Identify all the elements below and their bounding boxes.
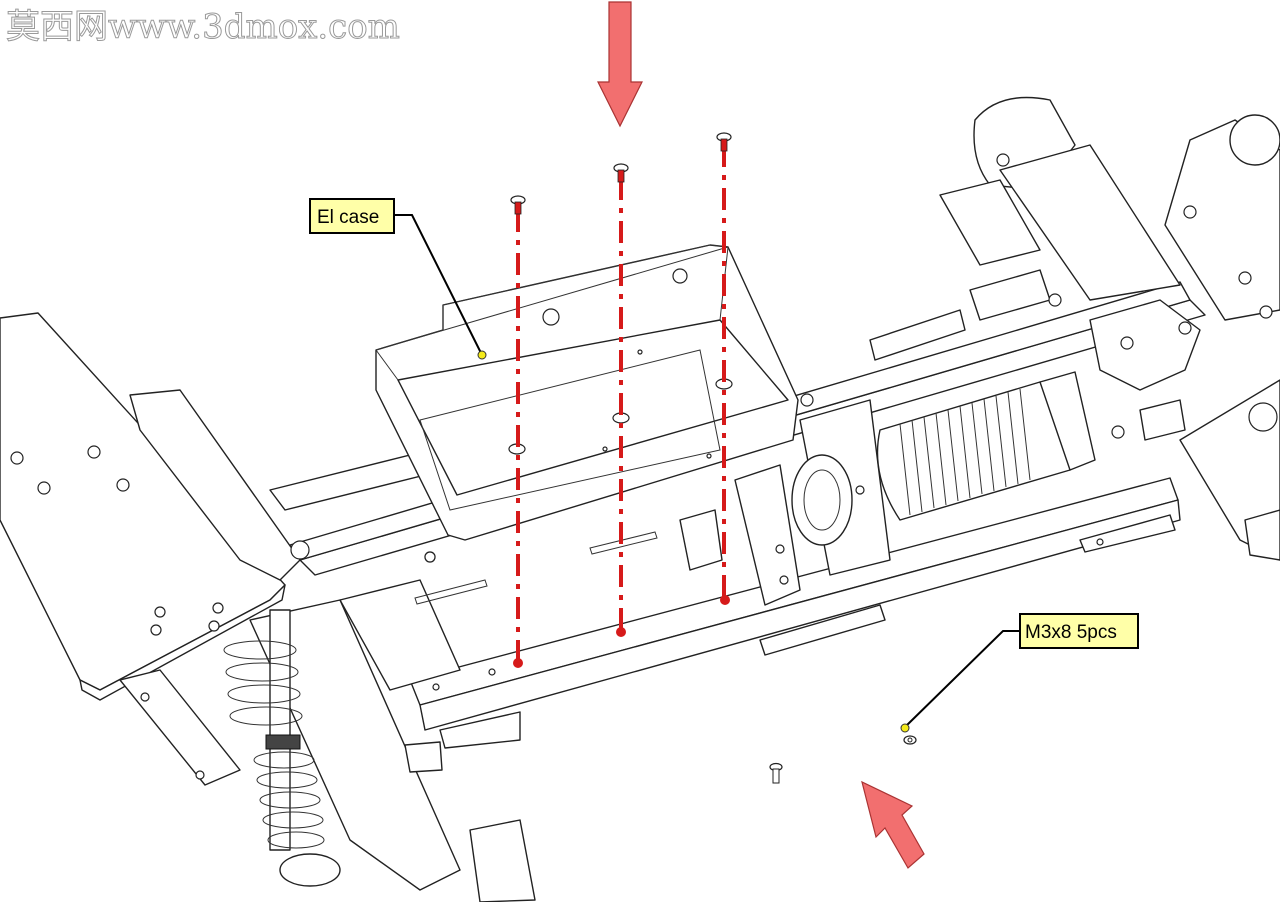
loose-screws xyxy=(769,735,917,784)
diagonal-arrow-icon xyxy=(861,780,925,869)
screws-callout: M3x8 5pcs xyxy=(900,613,1139,733)
watermark: 莫西网www.3dmox.com xyxy=(6,7,400,47)
screws-label: M3x8 5pcs xyxy=(1025,622,1117,643)
screw-icon xyxy=(510,132,732,215)
el-case xyxy=(375,244,814,541)
motor-assembly xyxy=(679,371,1125,606)
el-case-label: El case xyxy=(317,207,379,228)
guide-end-dots xyxy=(513,595,730,668)
right-suspension xyxy=(869,96,1280,561)
screw-guide-lines xyxy=(516,145,726,662)
down-arrow-icon xyxy=(597,1,643,128)
left-suspension xyxy=(0,312,536,902)
el-case-callout: El case xyxy=(309,198,487,360)
